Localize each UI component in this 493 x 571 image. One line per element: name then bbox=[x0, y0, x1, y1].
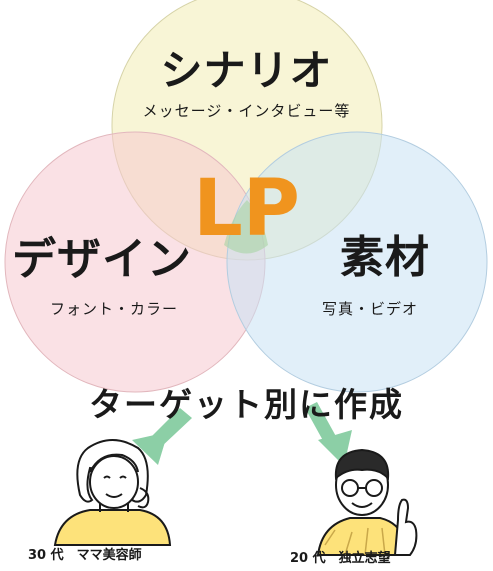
material-subtitle: 写真・ビデオ bbox=[322, 300, 419, 318]
scenario-subtitle: メッセージ・インタビュー等 bbox=[142, 102, 351, 120]
woman-hairdresser-icon bbox=[53, 439, 172, 546]
target-label-right: 20 代 独立志望 bbox=[290, 551, 391, 566]
scenario-title: シナリオ bbox=[160, 46, 333, 95]
lp-center-label: LP bbox=[193, 164, 300, 254]
material-title: 素材 bbox=[340, 232, 430, 283]
target-label-left: 30 代 ママ美容師 bbox=[28, 548, 142, 563]
arrow-left-icon bbox=[132, 408, 192, 465]
center-overlap bbox=[224, 200, 268, 254]
target-heading: ターゲット別に作成 bbox=[89, 385, 404, 424]
design-title: デザイン bbox=[12, 234, 192, 285]
material-circle bbox=[226, 131, 488, 393]
man-pointing-icon bbox=[316, 448, 418, 556]
design-subtitle: フォント・カラー bbox=[50, 300, 179, 318]
